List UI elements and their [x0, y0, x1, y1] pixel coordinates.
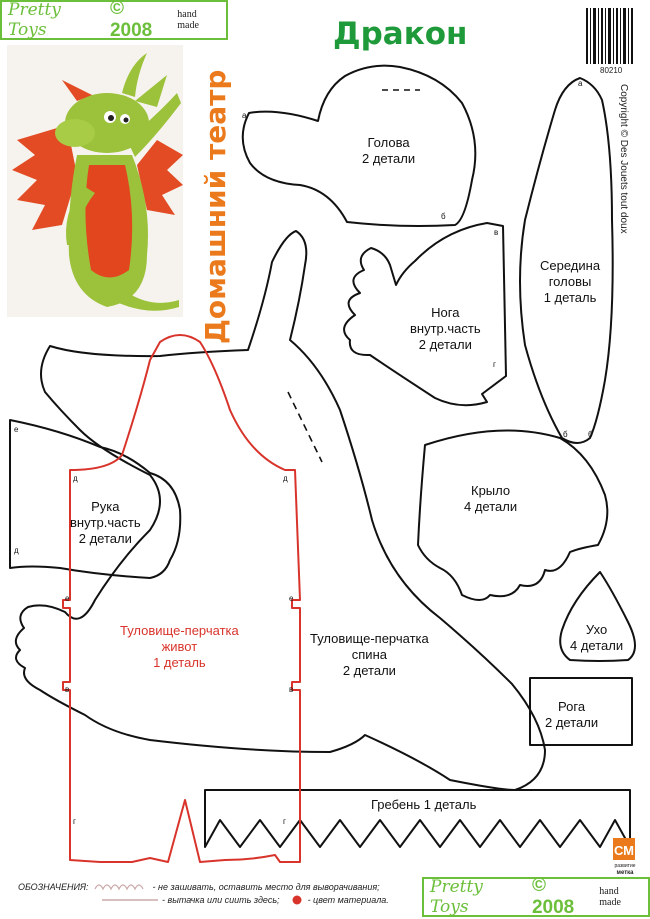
publisher-logo: СМ развитие метка [611, 838, 641, 881]
head-outline [241, 64, 477, 227]
mark-d: д [283, 474, 288, 483]
logo-letters: СМ [614, 843, 634, 858]
leg-outline [343, 222, 507, 407]
mark-g: г [493, 360, 496, 369]
mark-v: в [289, 685, 294, 694]
barcode-icon [586, 8, 633, 64]
dart-line-icon [102, 898, 158, 901]
legend-row1: - не зашивать, оставить место для вывора… [152, 881, 380, 892]
barcode-number: 80210 [600, 66, 623, 75]
logo-caption: развитие [614, 863, 635, 869]
mark-b: б [563, 430, 568, 439]
brand-name: Pretty Toys [430, 877, 483, 917]
dragon-photo [7, 45, 183, 317]
gather-stitch-icon [93, 883, 144, 890]
mark-a: а [242, 111, 247, 120]
legend-row3: - цвет материала. [307, 894, 389, 905]
mark-g: г [283, 817, 286, 826]
back-dart [287, 391, 323, 463]
brand-header: Pretty Toys © 2008 hand made [0, 0, 228, 41]
mark-d: д [14, 546, 19, 555]
mark-e: е [289, 594, 294, 603]
page-title: Дракон [333, 16, 468, 52]
mark-g: г [73, 817, 76, 826]
mark-b: б [588, 430, 593, 439]
brand-note: hand made [599, 886, 621, 908]
back-body-outline [14, 230, 546, 791]
crest-label: Гребень 1 деталь [371, 797, 477, 812]
mark-e: е [65, 594, 70, 603]
mark-d: д [73, 474, 78, 483]
ear-outline [559, 571, 636, 662]
brand-year: © 2008 [109, 0, 153, 41]
brand-note: hand made [177, 9, 199, 31]
legend-label: ОБОЗНАЧЕНИЯ: [18, 881, 89, 892]
logo-caption: метка [617, 870, 635, 876]
legend-row2: - вытачка или сиить здесь; [162, 894, 280, 905]
wing-outline [417, 429, 609, 601]
mark-v: в [494, 228, 499, 237]
belly-outline [62, 334, 301, 863]
head-middle-outline [519, 77, 614, 444]
brand-name: Pretty Toys [8, 0, 61, 40]
mark-v: в [65, 685, 70, 694]
mark-b: б [441, 212, 446, 221]
material-color-icon [292, 895, 302, 904]
crest-outline [204, 789, 631, 848]
legend: ОБОЗНАЧЕНИЯ: - не зашивать, оставить мес… [18, 880, 389, 906]
brand-footer: Pretty Toys © 2008 hand made [422, 875, 650, 918]
brand-year: © 2008 [531, 875, 575, 918]
mark-e: е [14, 425, 19, 434]
mark-a: а [578, 79, 583, 88]
